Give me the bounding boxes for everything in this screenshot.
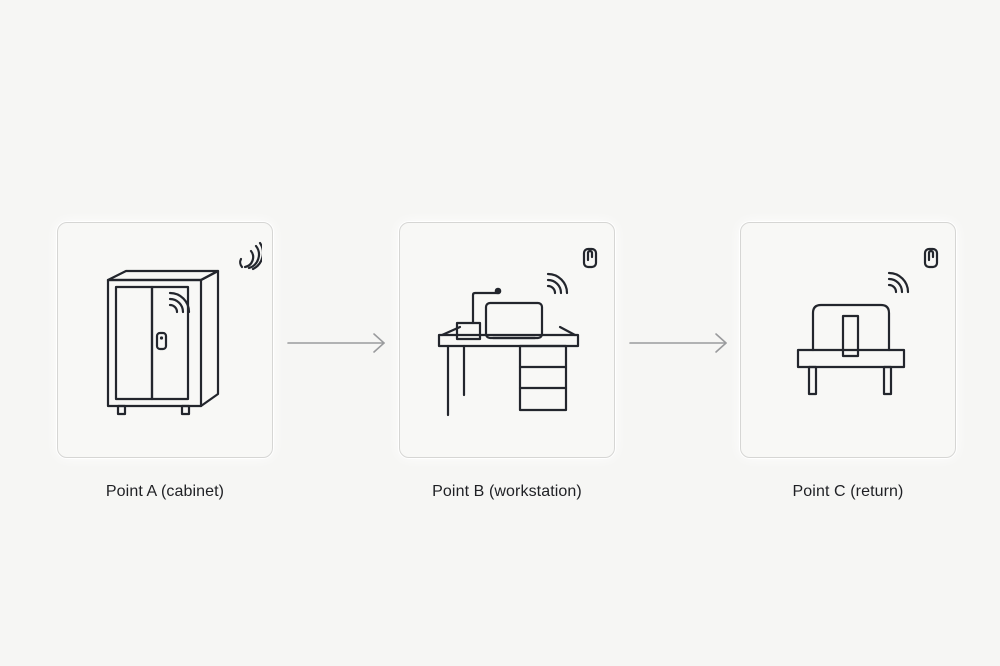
return-station-icon [796, 271, 910, 396]
step-card-point-b [399, 222, 615, 458]
tag-icon [923, 247, 939, 269]
step-card-point-c [740, 222, 956, 458]
step-label-point-a: Point A (cabinet) [105, 483, 225, 500]
workstation-desk-icon [437, 272, 580, 417]
cabinet-icon [106, 269, 220, 416]
tag-icon [582, 247, 598, 269]
step-label-point-c: Point C (return) [792, 483, 904, 500]
wireless-signal-icon [239, 241, 262, 271]
arrow-connector-b-to-c [629, 333, 727, 353]
arrow-connector-a-to-b [287, 333, 385, 353]
step-label-point-b: Point B (workstation) [432, 483, 582, 500]
step-card-point-a [57, 222, 273, 458]
